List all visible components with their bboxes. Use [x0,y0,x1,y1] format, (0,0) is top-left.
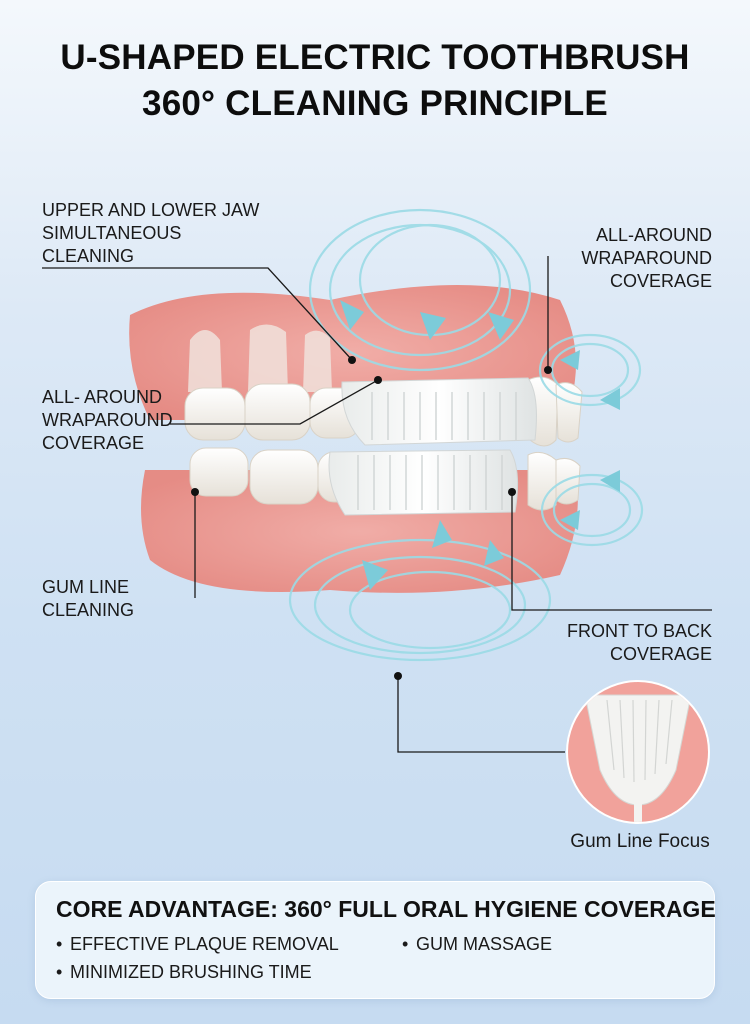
callout-line: WRAPAROUND [581,248,712,268]
upper-teeth [184,376,583,447]
upper-rotation-arrows [308,208,642,407]
callout-line: GUM LINE [42,577,130,597]
title-line-1: U-SHAPED ELECTRIC TOOTHBRUSH [60,38,690,77]
brush-head-upper [341,377,537,446]
callout-line: COVERAGE [42,433,145,453]
bullet-text: MINIMIZED BRUSHING TIME [70,962,312,982]
callout-gum-line: GUM LINE CLEANING [42,576,134,622]
card-title: CORE ADVANTAGE: 360° FULL ORAL HYGIENE C… [56,896,716,922]
bullet-item: • EFFECTIVE PLAQUE REMOVAL [56,934,339,955]
core-advantage-card: CORE ADVANTAGE: 360° FULL ORAL HYGIENE C… [35,881,716,999]
callout-line: WRAPAROUND [42,410,173,430]
callout-line: ALL- AROUND [42,387,163,407]
bullet-text: GUM MASSAGE [416,934,553,954]
callout-line: SIMULTANEOUS [42,223,182,243]
leader-lines [42,256,712,753]
callout-wraparound-right: ALL-AROUND WRAPAROUND COVERAGE [581,224,712,293]
brush-head-lower [328,449,519,516]
callout-upper-lower-jaw: UPPER AND LOWER JAW SIMULTANEOUS CLEANIN… [42,199,259,268]
callout-line: CLEANING [42,246,135,266]
inset-caption: Gum Line Focus [570,831,710,852]
title-line-2: 360° CLEANING PRINCIPLE [142,84,608,123]
arrow-heads [340,300,620,590]
callout-wraparound-left: ALL- AROUND WRAPAROUND COVERAGE [42,386,173,455]
bullet-text: EFFECTIVE PLAQUE REMOVAL [70,934,339,954]
callout-line: UPPER AND LOWER JAW [42,200,260,220]
leader-dots [191,356,552,680]
callout-front-to-back: FRONT TO BACK COVERAGE [567,620,712,666]
callout-line: ALL-AROUND [595,225,712,245]
bullet-dot: • [56,962,63,982]
gum-line-focus-inset [566,680,710,824]
bullet-item: • MINIMIZED BRUSHING TIME [56,962,312,983]
bullet-dot: • [402,934,409,954]
lower-rotation-arrows [288,473,644,662]
callout-line: COVERAGE [609,644,712,664]
callout-line: CLEANING [42,600,135,620]
upper-roots [188,324,332,392]
callout-line: FRONT TO BACK [566,621,712,641]
bullet-dot: • [56,934,63,954]
bullet-item: • GUM MASSAGE [402,934,552,955]
callout-line: COVERAGE [609,271,712,291]
